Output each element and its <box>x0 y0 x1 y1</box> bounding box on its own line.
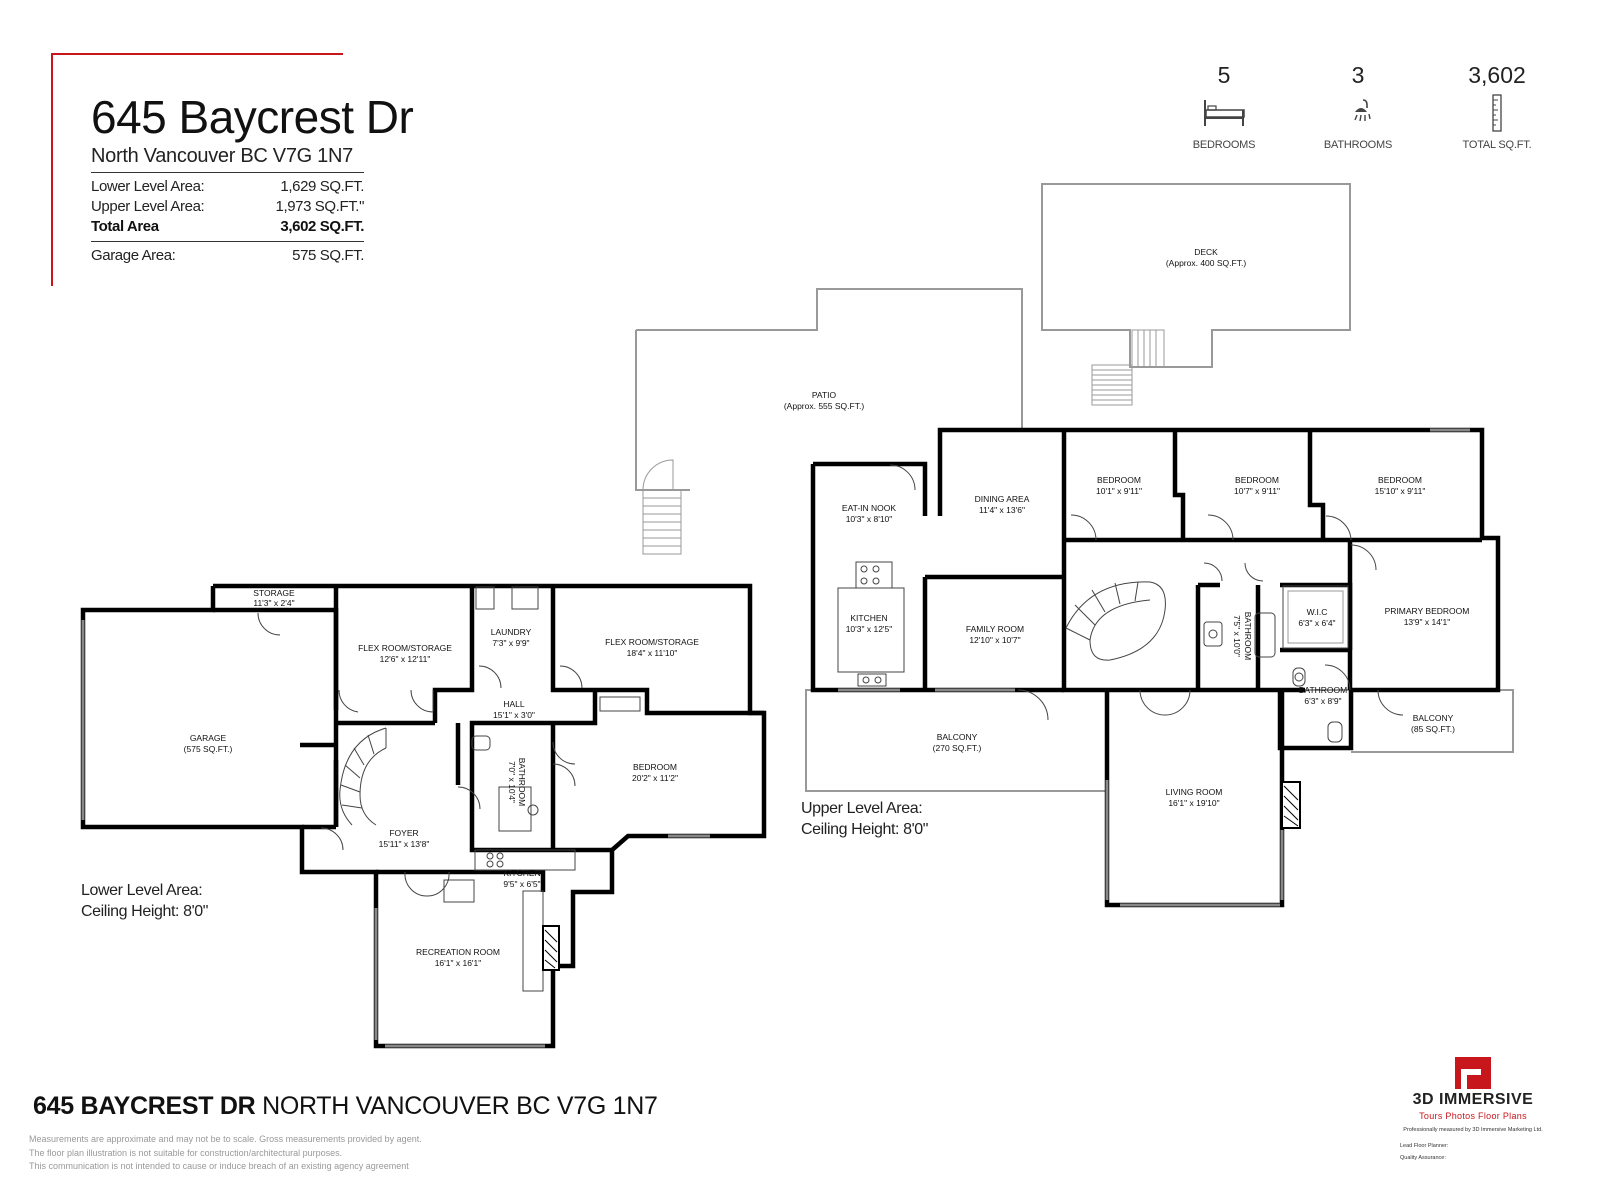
room-upper-bath1-name: BATHROOM <box>1243 612 1253 660</box>
area-row-lower: Lower Level Area:1,629 SQ.FT. <box>91 178 364 195</box>
upper-doors <box>837 428 1470 907</box>
stat-bedrooms-label: BEDROOMS <box>1192 139 1256 151</box>
room-laundry-dims: 7'3" x 9'9" <box>492 638 529 648</box>
company-logo: 3D IMMERSIVE Tours Photos Floor Plans Pr… <box>1398 1055 1548 1161</box>
room-bedroom1-name: BEDROOM <box>1097 475 1141 485</box>
footer-address: 645 BAYCREST DR NORTH VANCOUVER BC V7G 1… <box>33 1092 658 1120</box>
stat-total-sqft: 3,602 TOTAL SQ.FT. <box>1442 62 1552 151</box>
room-deck-dims: (Approx. 400 SQ.FT.) <box>1166 258 1246 268</box>
upper-level-walls <box>810 427 1501 908</box>
balcony-outlines <box>805 689 1514 792</box>
room-wic-name: W.I.C <box>1307 607 1328 617</box>
area-row-garage: Garage Area:575 SQ.FT. <box>91 247 364 264</box>
ruler-icon <box>1442 93 1552 133</box>
room-bedroom3-dims: 15'10" x 9'11" <box>1375 486 1426 496</box>
stat-bathrooms: 3 BATHROOMS <box>1303 62 1413 151</box>
room-hall-name: HALL <box>503 699 525 709</box>
room-eatin-dims: 10'3" x 8'10" <box>846 514 893 524</box>
spiral-stair-lower <box>339 727 387 826</box>
room-lower-kitchen-name: KITCHEN <box>503 868 540 878</box>
stat-bathrooms-value: 3 <box>1351 62 1365 88</box>
room-lower-bedroom-dims: 20'2" x 11'2" <box>632 773 678 783</box>
room-lower-kitchen-dims: 9'5" x 6'5" <box>503 879 540 889</box>
room-upper-bath1-dims: 7'5" x 10'0" <box>1232 615 1242 657</box>
room-wic-dims: 6'3" x 6'4" <box>1298 618 1335 628</box>
stat-total-label: TOTAL SQ.FT. <box>1462 139 1532 151</box>
fireplace-upper <box>1281 781 1301 829</box>
room-hall-dims: 15'1" x 3'0" <box>493 710 535 720</box>
logo-tagline: Tours Photos Floor Plans <box>1419 1111 1527 1121</box>
room-family-name: FAMILY ROOM <box>966 624 1024 634</box>
room-bedroom3-name: BEDROOM <box>1378 475 1422 485</box>
room-foyer-name: FOYER <box>389 828 418 838</box>
room-balcony1-name: BALCONY <box>937 732 978 742</box>
room-patio-dims: (Approx. 555 SQ.FT.) <box>784 401 864 411</box>
divider <box>91 172 364 173</box>
stat-bedrooms: 5 BEDROOMS <box>1169 62 1279 151</box>
room-upper-kitchen-name: KITCHEN <box>850 613 887 623</box>
room-eatin-name: EAT-IN NOOK <box>842 503 896 513</box>
shower-icon <box>1303 93 1413 133</box>
room-primary-dims: 13'9" x 14'1" <box>1404 617 1451 627</box>
lower-level-walls <box>80 583 767 1049</box>
logo-mark-icon <box>1398 1055 1548 1091</box>
room-balcony2-name: BALCONY <box>1413 713 1454 723</box>
stat-bathrooms-label: BATHROOMS <box>1323 139 1393 151</box>
room-upper-bath2-dims: 6'3" x 8'9" <box>1304 696 1341 706</box>
room-upper-bath2-name: BATHROOM <box>1299 685 1347 695</box>
room-recreation-dims: 16'1" x 16'1" <box>435 958 482 968</box>
disclaimer: Measurements are approximate and may not… <box>29 1134 422 1171</box>
fireplace-lower <box>542 925 560 971</box>
qa-label: Quality Assurance: <box>1400 1155 1446 1161</box>
lead-planner-label: Lead Floor Planner: <box>1400 1143 1449 1149</box>
room-bedroom2-name: BEDROOM <box>1235 475 1279 485</box>
property-title: 645 Baycrest Dr <box>91 91 414 143</box>
room-dining-name: DINING AREA <box>975 494 1030 504</box>
spiral-stair-upper <box>1065 581 1166 661</box>
bed-icon <box>1169 93 1279 133</box>
room-storage-name: STORAGE <box>253 588 295 598</box>
header-accent-bar <box>51 53 53 286</box>
room-storage-dims: 11'3" x 2'4" <box>253 598 294 608</box>
divider <box>91 241 364 242</box>
room-flex1-dims: 12'6" x 12'11" <box>380 654 431 664</box>
room-lower-bedroom-name: BEDROOM <box>633 762 677 772</box>
room-garage-dims: (575 SQ.FT.) <box>184 744 233 754</box>
room-laundry-name: LAUNDRY <box>491 627 532 637</box>
room-lower-bath-dims: 7'0" x 10'4" <box>507 761 517 803</box>
logo-measured-by: Professionally measured by 3D Immersive … <box>1403 1127 1543 1133</box>
room-patio-name: PATIO <box>812 390 837 400</box>
room-bedroom2-dims: 10'7" x 9'11" <box>1234 486 1280 496</box>
room-bedroom1-dims: 10'1" x 9'11" <box>1096 486 1142 496</box>
room-foyer-dims: 15'11" x 13'8" <box>379 839 430 849</box>
room-family-dims: 12'10" x 10'7" <box>969 635 1020 645</box>
header-accent-line <box>51 53 343 55</box>
room-labels: DECK (Approx. 400 SQ.FT.) PATIO (Approx.… <box>184 247 1470 968</box>
room-balcony1-dims: (270 SQ.FT.) <box>933 743 982 753</box>
stat-bedrooms-value: 5 <box>1217 62 1231 88</box>
room-flex2-dims: 18'4" x 11'10" <box>627 648 678 658</box>
room-flex1-name: FLEX ROOM/STORAGE <box>358 643 452 653</box>
room-dining-dims: 11'4" x 13'6" <box>979 505 1025 515</box>
area-row-upper: Upper Level Area:1,973 SQ.FT." <box>91 198 364 215</box>
room-flex2-name: FLEX ROOM/STORAGE <box>605 637 699 647</box>
room-living-name: LIVING ROOM <box>1166 787 1223 797</box>
room-lower-bath-name: BATHROOM <box>517 758 527 806</box>
room-living-dims: 16'1" x 19'10" <box>1168 798 1219 808</box>
deck-outline <box>1041 183 1351 368</box>
logo-name: 3D IMMERSIVE <box>1412 1091 1534 1108</box>
exterior-stairs <box>642 329 1165 555</box>
stat-total-value: 3,602 <box>1468 62 1526 88</box>
room-upper-kitchen-dims: 10'3" x 12'5" <box>846 624 893 634</box>
room-garage-name: GARAGE <box>190 733 227 743</box>
room-recreation-name: RECREATION ROOM <box>416 947 500 957</box>
property-subtitle: North Vancouver BC V7G 1N7 <box>91 145 353 167</box>
room-deck-name: DECK <box>1194 247 1218 257</box>
room-balcony2-dims: (85 SQ.FT.) <box>1411 724 1455 734</box>
upper-level-caption: Upper Level Area: Ceiling Height: 8'0" <box>801 800 929 838</box>
lower-level-caption: Lower Level Area: Ceiling Height: 8'0" <box>81 882 209 920</box>
room-primary-name: PRIMARY BEDROOM <box>1385 606 1470 616</box>
